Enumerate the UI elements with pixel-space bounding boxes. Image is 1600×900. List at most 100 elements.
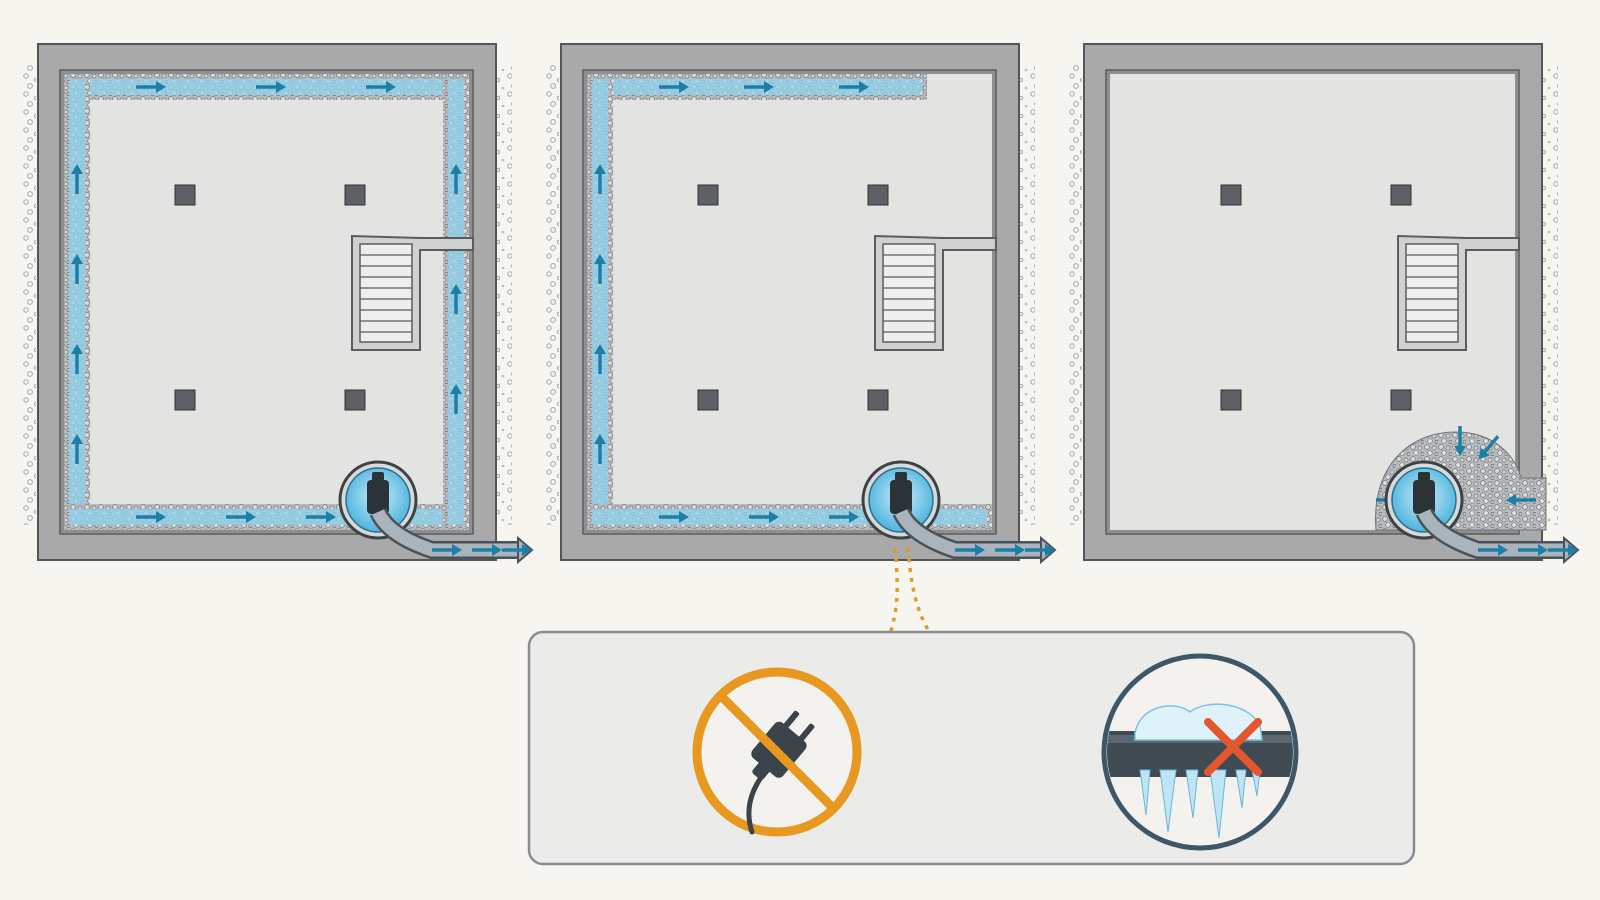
panel-interior-sump-only bbox=[1066, 43, 1580, 565]
flow-arrow bbox=[450, 164, 462, 194]
flow-arrow bbox=[594, 164, 606, 194]
flow-arrow bbox=[71, 164, 83, 194]
frozen-pipe-icon bbox=[1101, 653, 1299, 851]
flow-arrow bbox=[594, 344, 606, 374]
flow-arrow-head bbox=[1506, 494, 1516, 506]
support-column bbox=[1390, 184, 1412, 206]
flow-arrow bbox=[366, 81, 396, 93]
flow-arrow-head bbox=[679, 511, 689, 523]
support-column bbox=[344, 389, 366, 411]
flow-arrow bbox=[136, 81, 166, 93]
flow-arrow bbox=[659, 511, 689, 523]
flow-arrow bbox=[1478, 544, 1508, 556]
flow-arrow bbox=[995, 544, 1025, 556]
flow-arrow bbox=[71, 434, 83, 464]
flow-arrow-head bbox=[594, 344, 606, 354]
sump-pump-motor bbox=[372, 472, 384, 482]
support-column bbox=[867, 184, 889, 206]
flow-arrow bbox=[1548, 544, 1578, 556]
discharge-pipe bbox=[895, 508, 1041, 557]
flow-arrow bbox=[226, 511, 256, 523]
flow-arrow-shaft bbox=[1482, 435, 1500, 455]
flow-arrow bbox=[306, 511, 336, 523]
flow-arrow bbox=[749, 511, 779, 523]
flow-arrow bbox=[71, 344, 83, 374]
flow-arrow bbox=[71, 254, 83, 284]
flow-arrow-head bbox=[1498, 544, 1508, 556]
flow-arrow bbox=[502, 544, 532, 556]
sump-pump bbox=[1413, 480, 1435, 514]
soil-left bbox=[1066, 65, 1082, 525]
flow-arrow-head bbox=[1538, 544, 1548, 556]
flow-arrow-head bbox=[679, 81, 689, 93]
support-column bbox=[174, 184, 196, 206]
flow-arrow-head bbox=[450, 284, 462, 294]
flow-arrow bbox=[594, 434, 606, 464]
flow-arrow-head bbox=[450, 164, 462, 174]
soil-left bbox=[543, 65, 559, 525]
support-column bbox=[697, 184, 719, 206]
sump-pump-motor bbox=[895, 472, 907, 482]
sump-pump bbox=[890, 480, 912, 514]
flow-arrow-head bbox=[594, 164, 606, 174]
panel-partial-perimeter-drain bbox=[543, 43, 1057, 565]
flow-arrow-head bbox=[326, 511, 336, 523]
flow-arrow bbox=[472, 544, 502, 556]
flow-arrow-head bbox=[594, 434, 606, 444]
support-column bbox=[344, 184, 366, 206]
flow-arrow bbox=[256, 81, 286, 93]
soil-right bbox=[1019, 65, 1035, 525]
sump-pump bbox=[367, 480, 389, 514]
soil-right bbox=[1542, 65, 1558, 525]
flow-arrow-head bbox=[156, 511, 166, 523]
soil-right bbox=[496, 65, 512, 525]
flow-arrow bbox=[1025, 544, 1055, 556]
discharge-pipe bbox=[1418, 508, 1564, 557]
flow-arrow-head bbox=[764, 81, 774, 93]
flow-arrow-head bbox=[1478, 447, 1490, 460]
flow-arrow-head bbox=[594, 254, 606, 264]
flow-arrow-head bbox=[71, 164, 83, 174]
flow-arrow-head bbox=[849, 511, 859, 523]
no-plug-icon bbox=[692, 667, 862, 837]
flow-arrow bbox=[432, 544, 462, 556]
flow-arrow bbox=[450, 384, 462, 414]
flow-arrow-head bbox=[1015, 544, 1025, 556]
flow-arrow bbox=[1518, 544, 1548, 556]
flow-arrow-head bbox=[1568, 544, 1578, 556]
flow-arrow bbox=[744, 81, 774, 93]
stair-treads bbox=[1405, 243, 1459, 343]
panel-full-perimeter-drain bbox=[20, 43, 534, 565]
support-column bbox=[1390, 389, 1412, 411]
cross-icon bbox=[1204, 718, 1262, 776]
failure-callout-box bbox=[527, 630, 1416, 866]
flow-arrow bbox=[450, 284, 462, 314]
flow-arrow bbox=[829, 511, 859, 523]
flow-arrow-head bbox=[156, 81, 166, 93]
flow-arrow-head bbox=[1454, 446, 1466, 456]
flow-arrow bbox=[955, 544, 985, 556]
flow-arrow-head bbox=[276, 81, 286, 93]
flow-arrow-head bbox=[71, 254, 83, 264]
soil-left bbox=[20, 65, 36, 525]
flow-arrow bbox=[659, 81, 689, 93]
flow-arrow-head bbox=[492, 544, 502, 556]
support-column bbox=[867, 389, 889, 411]
flow-arrow-head bbox=[522, 544, 532, 556]
stairs bbox=[874, 234, 997, 351]
flow-arrow-head bbox=[975, 544, 985, 556]
flow-arrow-head bbox=[386, 81, 396, 93]
flow-arrow-head bbox=[769, 511, 779, 523]
flow-arrow-head bbox=[71, 434, 83, 444]
drain-water-left bbox=[69, 79, 85, 525]
flow-arrow bbox=[136, 511, 166, 523]
flow-arrow-head bbox=[859, 81, 869, 93]
stair-treads bbox=[882, 243, 936, 343]
flow-arrow bbox=[594, 254, 606, 284]
support-column bbox=[1220, 184, 1242, 206]
support-column bbox=[1220, 389, 1242, 411]
flow-arrow bbox=[839, 81, 869, 93]
discharge-pipe bbox=[372, 508, 518, 557]
flow-arrow bbox=[1506, 494, 1536, 506]
